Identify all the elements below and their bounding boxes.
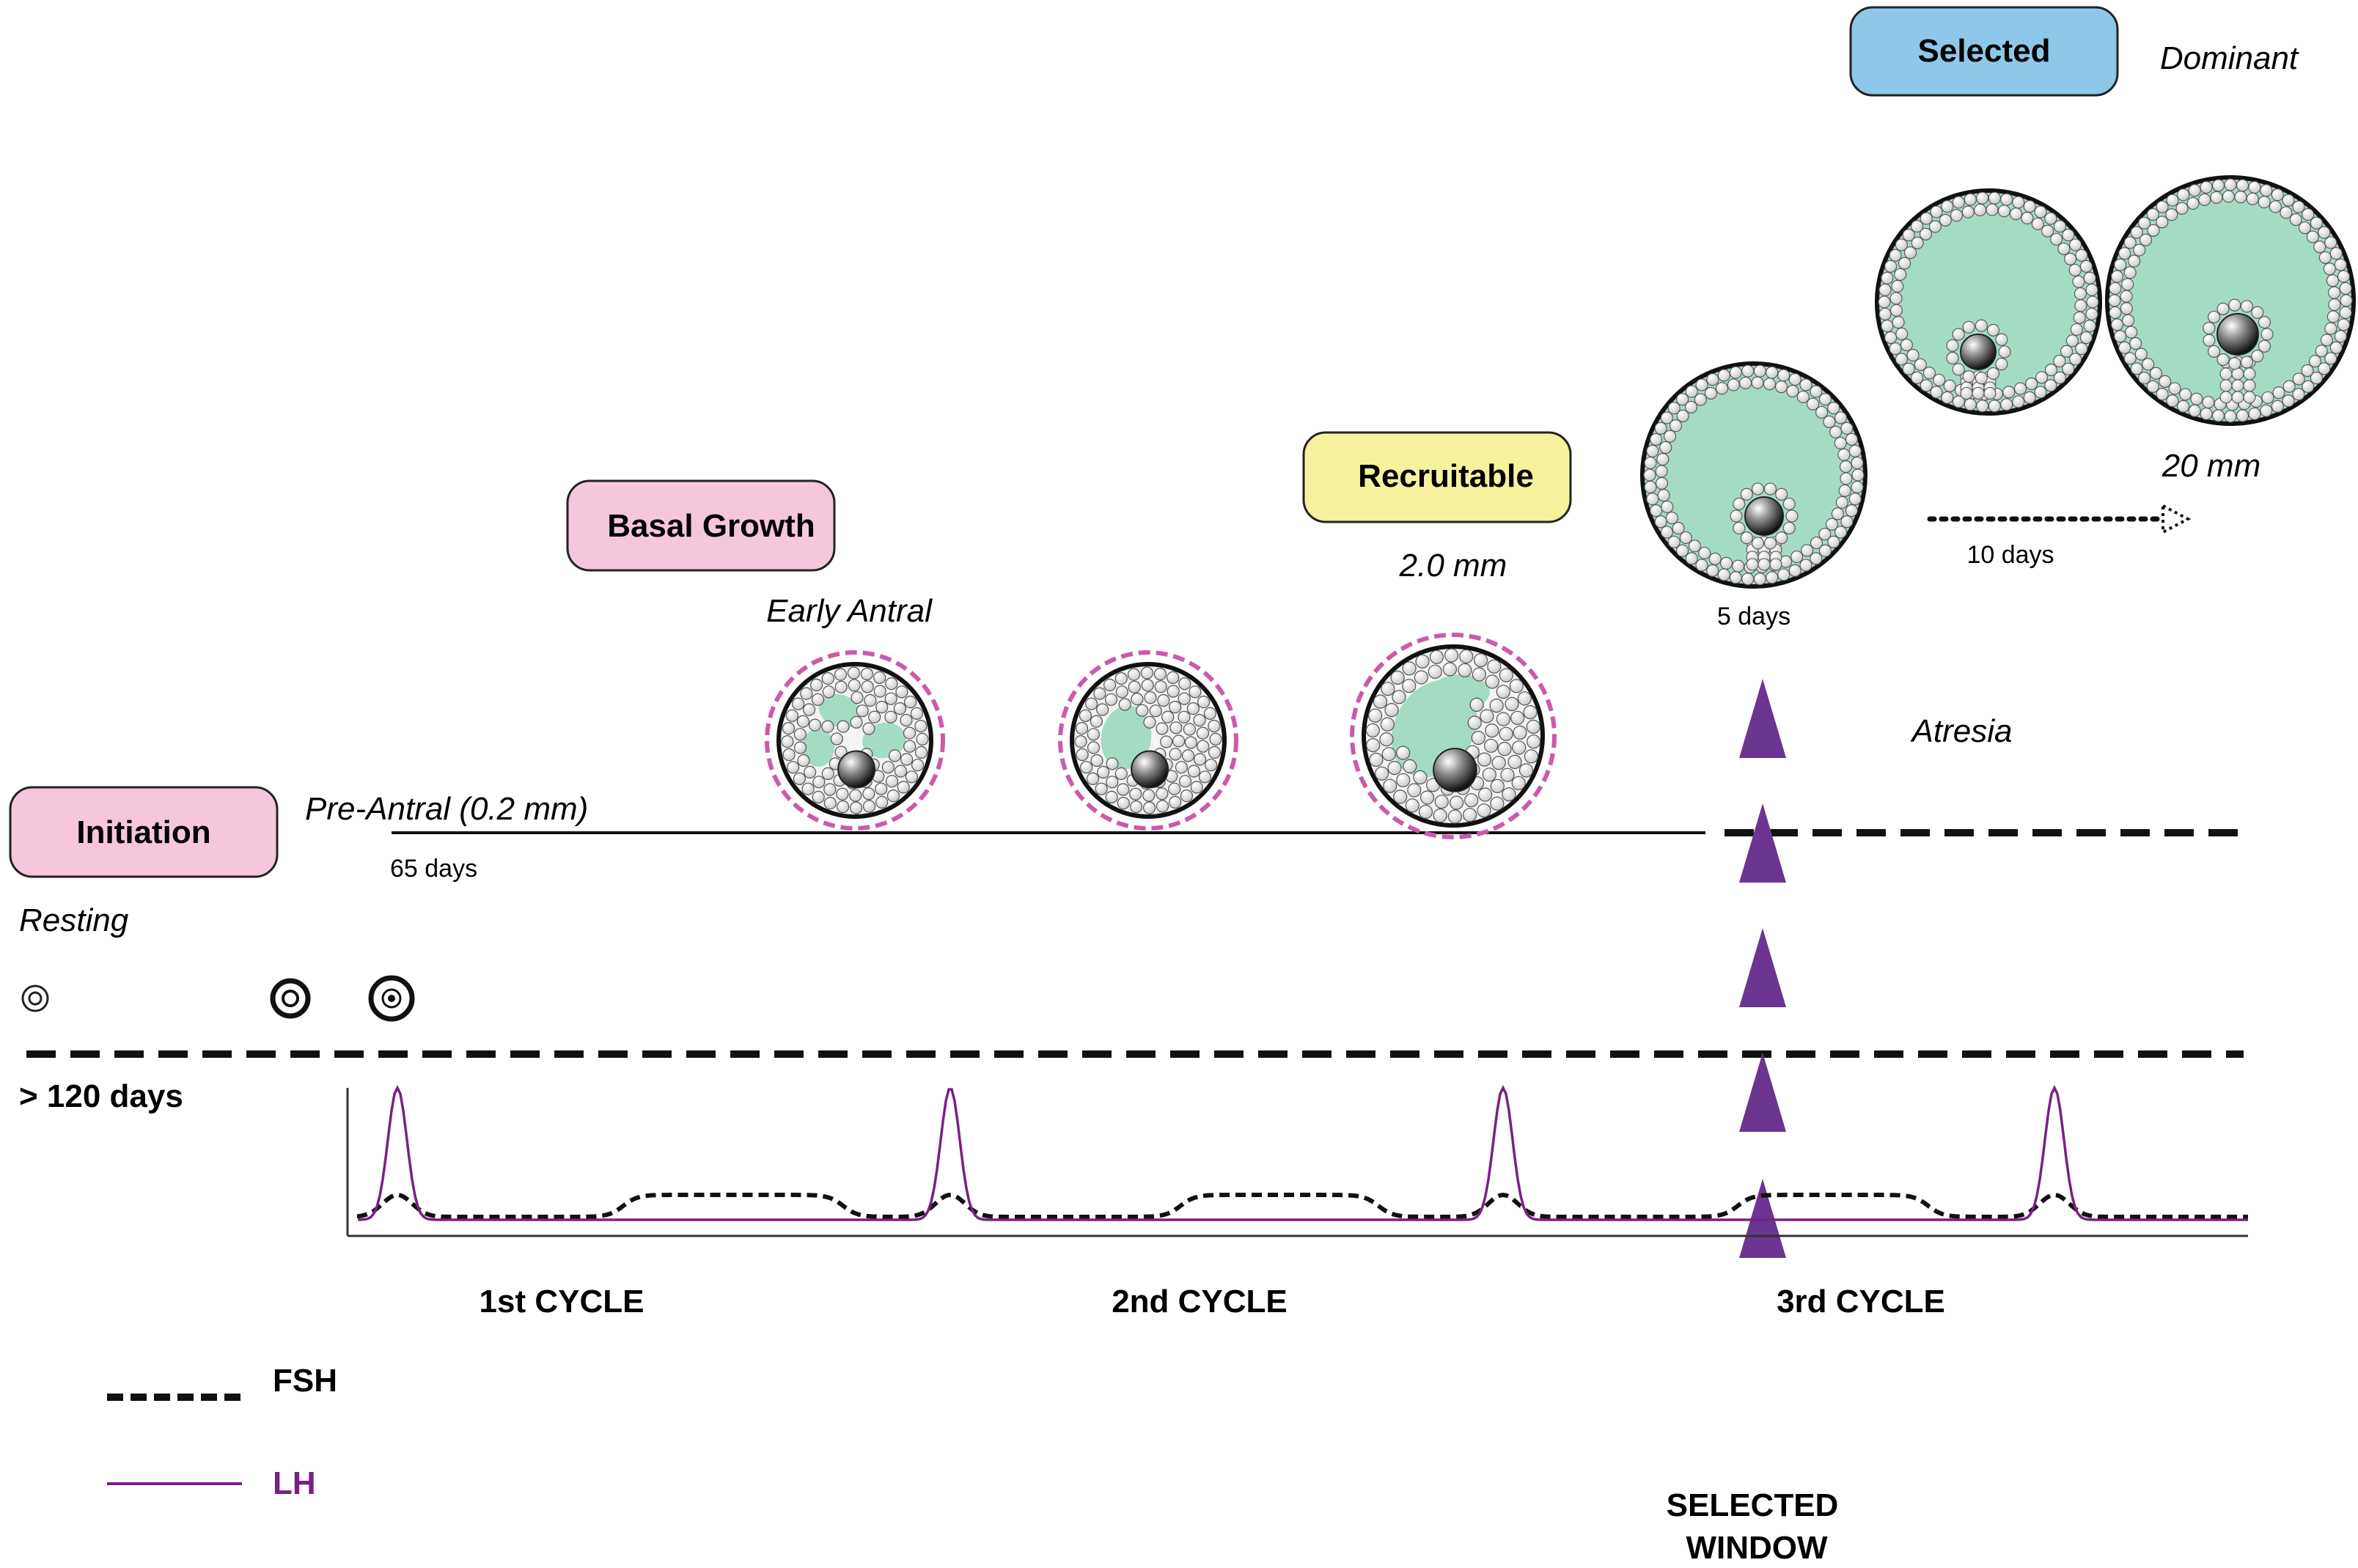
oocyte-icon [1433, 748, 1477, 792]
dominant-growth-arrow [1927, 503, 2192, 535]
label-selected-days: 5 days [1717, 603, 1790, 630]
cycle-label-2: 2nd CYCLE [1112, 1284, 1288, 1319]
follicle-recruitable [1350, 633, 1557, 839]
label-resting: Resting [19, 902, 129, 938]
hormone-plot [346, 1084, 2248, 1237]
oocyte-icon [1744, 496, 1784, 536]
arrowhead-icon [1739, 1053, 1786, 1132]
oocyte-icon [1960, 334, 1997, 370]
cycle-label-3: 3rd CYCLE [1777, 1284, 1945, 1319]
stage-initiation-label: Initiation [76, 814, 210, 850]
primary-follicle-icon [270, 978, 311, 1019]
stage-recruitable-label: Recruitable [1358, 458, 1534, 494]
arrowhead-icon [2162, 503, 2192, 535]
stage-recruitable: Recruitable [1302, 431, 1572, 523]
follicle-dominant-1 [1875, 188, 2102, 416]
label-pre-antral-days: 65 days [390, 855, 477, 883]
lh-curve [358, 1084, 2248, 1221]
label-resting-days: > 120 days [19, 1078, 183, 1114]
follicle-early-antral-1 [765, 650, 945, 831]
cycle-label-1: 1st CYCLE [480, 1284, 644, 1319]
selected-window-label-line1: SELECTED [1667, 1487, 1839, 1523]
follicle-early-antral-2 [1058, 650, 1238, 831]
arrowhead-icon [1739, 1179, 1786, 1258]
selected-window-label-line2: WINDOW [1686, 1530, 1828, 1566]
legend: FSH LH [107, 1363, 337, 1501]
label-atresia: Atresia [1910, 713, 2013, 749]
stage-basal-growth-label: Basal Growth [607, 508, 815, 544]
arrowhead-icon [1739, 928, 1786, 1007]
label-pre-antral: Pre-Antral (0.2 mm) [305, 791, 588, 827]
label-dominant-days: 10 days [1966, 541, 2054, 569]
selected-window-arrows [1739, 679, 1786, 1258]
oocyte-icon [1131, 750, 1169, 789]
arrowhead-icon [1739, 679, 1786, 758]
follicle-selected [1640, 361, 1867, 589]
label-size-recruitable: 2.0 mm [1399, 548, 1507, 584]
stage-selected-label: Selected [1918, 33, 2051, 69]
label-dominant: Dominant [2160, 40, 2299, 76]
oocyte-icon [2216, 313, 2259, 356]
stage-initiation: Initiation [9, 786, 279, 878]
fsh-curve [357, 1192, 2248, 1220]
legend-lh-label: LH [273, 1465, 316, 1501]
stage-basal-growth: Basal Growth [566, 479, 836, 572]
label-early-antral: Early Antral [766, 593, 933, 629]
stage-selected: Selected [1849, 6, 2119, 97]
oocyte-icon [837, 750, 876, 789]
label-size-dominant: 20 mm [2162, 448, 2260, 484]
primordial-follicle-icon [21, 984, 49, 1012]
follicle-dominant-2 [2105, 175, 2356, 426]
arrowhead-icon [1739, 803, 1786, 883]
legend-fsh-label: FSH [273, 1363, 337, 1399]
secondary-follicle-icon [368, 975, 415, 1022]
